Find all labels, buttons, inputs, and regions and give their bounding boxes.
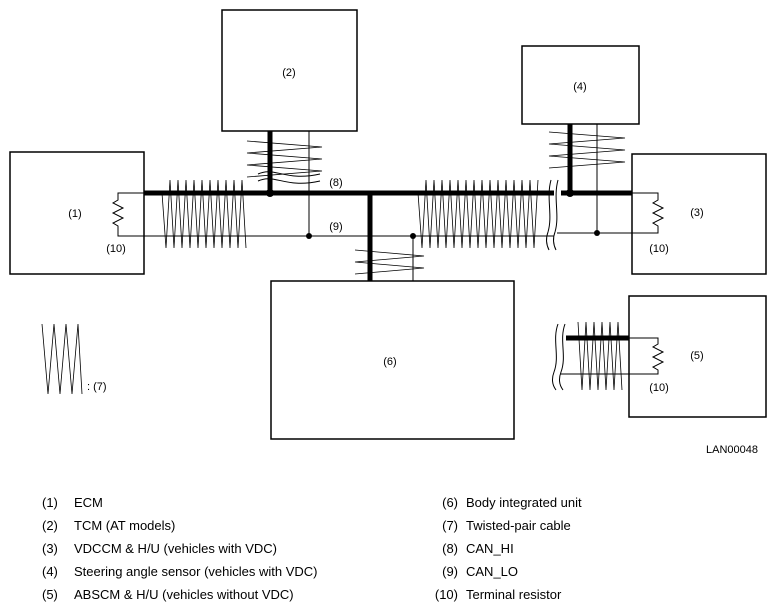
module-vdccm-label: (3) bbox=[690, 207, 703, 219]
twisted-pair-legend-sample bbox=[41, 323, 83, 395]
legend-item: (3) VDCCM & H/U (vehicles with VDC) bbox=[42, 540, 318, 563]
ecm-resistor-label: (10) bbox=[106, 243, 126, 255]
legend-item-text: VDCCM & H/U (vehicles with VDC) bbox=[74, 541, 277, 556]
module-steering-label: (4) bbox=[573, 81, 586, 93]
module-abscm-box bbox=[628, 295, 767, 418]
steering-can-lo-node bbox=[594, 230, 600, 236]
legend-item-number: (4) bbox=[42, 564, 58, 579]
legend-item-number: (5) bbox=[42, 587, 58, 602]
abscm-terminal-resistor bbox=[629, 337, 665, 375]
legend-left-column: (1) ECM (2) TCM (AT models) (3) VDCCM & H/U… bbox=[42, 494, 318, 609]
module-body-label: (6) bbox=[383, 356, 396, 368]
legend-item-number: (2) bbox=[42, 518, 58, 533]
legend-item-text: ECM bbox=[74, 495, 103, 510]
tcm-break-mark-b bbox=[257, 178, 321, 184]
abscm-break-mark-b bbox=[559, 323, 566, 391]
module-ecm-label: (1) bbox=[68, 208, 81, 220]
bus-break-mark-a bbox=[545, 179, 552, 251]
legend-item-number: (8) bbox=[442, 541, 458, 556]
legend-item-text: Steering angle sensor (vehicles with VDC… bbox=[74, 564, 318, 579]
legend-item: (7) Twisted-pair cable bbox=[428, 517, 582, 540]
legend-item: (8) CAN_HI bbox=[428, 540, 582, 563]
twisted-pair-steering-branch bbox=[548, 131, 626, 169]
body-can-lo-node bbox=[410, 233, 416, 239]
legend-item-text: Terminal resistor bbox=[466, 587, 562, 602]
legend-item: (4) Steering angle sensor (vehicles with … bbox=[42, 563, 318, 586]
twisted-pair-abscm-branch bbox=[577, 321, 623, 391]
module-tcm-box bbox=[221, 9, 358, 132]
module-body-box bbox=[270, 280, 515, 440]
module-ecm-box bbox=[9, 151, 145, 275]
twisted-pair-tcm-branch bbox=[246, 140, 323, 178]
can-bus-diagram: (1) (2) (3) (4) (5) (6) (10) (10) (10) (… bbox=[9, 9, 767, 440]
legend-item-text: Body integrated unit bbox=[466, 495, 582, 510]
legend-item: (10) Terminal resistor bbox=[428, 586, 582, 609]
legend-item-text: CAN_HI bbox=[466, 541, 514, 556]
legend-item: (6) Body integrated unit bbox=[428, 494, 582, 517]
bus-break-mark-b bbox=[552, 179, 559, 251]
legend-item: (1) ECM bbox=[42, 494, 318, 517]
vdccm-resistor-label: (10) bbox=[649, 243, 669, 255]
can-lo-label: (9) bbox=[329, 221, 342, 233]
ecm-terminal-resistor bbox=[111, 192, 144, 237]
legend-item-text: Twisted-pair cable bbox=[466, 518, 571, 533]
tcm-can-hi-node bbox=[266, 189, 274, 197]
legend-right-column: (6) Body integrated unit (7) Twisted-pair … bbox=[428, 494, 582, 609]
legend-item-number: (6) bbox=[442, 495, 458, 510]
twisted-pair-ecm-segment bbox=[161, 179, 247, 249]
abscm-break-mark-a bbox=[552, 323, 559, 391]
legend-item-text: CAN_LO bbox=[466, 564, 519, 579]
vdccm-terminal-resistor bbox=[632, 192, 665, 234]
tcm-can-lo-node bbox=[306, 233, 312, 239]
legend-item-text: ABSCM & H/U (vehicles without VDC) bbox=[74, 587, 294, 602]
legend-sample-label: : (7) bbox=[87, 381, 107, 393]
legend-item: (9) CAN_LO bbox=[428, 563, 582, 586]
legend-item-text: TCM (AT models) bbox=[74, 518, 176, 533]
abscm-resistor-label: (10) bbox=[649, 382, 669, 394]
module-abscm-label: (5) bbox=[690, 350, 703, 362]
legend-item-number: (9) bbox=[442, 564, 458, 579]
legend-item-number: (7) bbox=[442, 518, 458, 533]
legend-item: (5) ABSCM & H/U (vehicles without VDC) bbox=[42, 586, 318, 609]
can-hi-label: (8) bbox=[329, 177, 342, 189]
twisted-pair-body-branch bbox=[354, 249, 425, 275]
legend-item: (2) TCM (AT models) bbox=[42, 517, 318, 540]
twisted-pair-vdccm-segment bbox=[417, 179, 539, 249]
module-steering-box bbox=[521, 45, 640, 125]
legend-item-number: (3) bbox=[42, 541, 58, 556]
drawing-code: LAN00048 bbox=[706, 444, 758, 456]
steering-can-hi-node bbox=[566, 189, 574, 197]
legend-item-number: (10) bbox=[434, 587, 458, 602]
module-tcm-label: (2) bbox=[282, 67, 295, 79]
legend-item-number: (1) bbox=[42, 495, 58, 510]
